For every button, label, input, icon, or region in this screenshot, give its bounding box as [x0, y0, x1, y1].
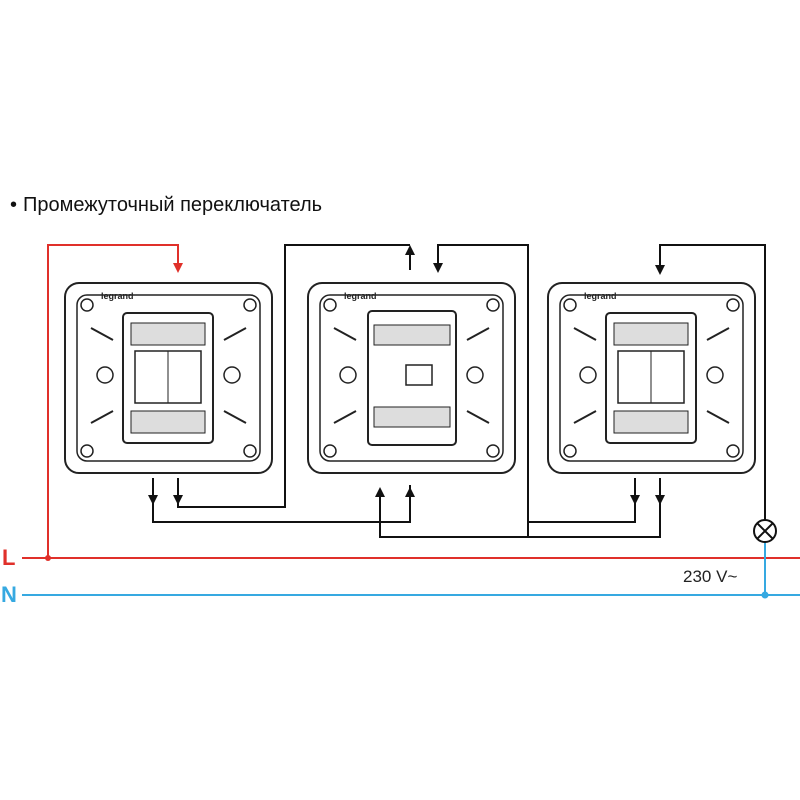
- intermediate-switch: legrand: [307, 282, 516, 474]
- voltage-value: 230 V: [683, 567, 728, 586]
- switch-1: legrand: [64, 282, 273, 474]
- neutral-label: N: [1, 582, 17, 607]
- switch-3: legrand: [547, 282, 756, 474]
- phase-line: [22, 555, 800, 561]
- brand-logo: legrand: [584, 291, 617, 301]
- lamp-symbol-icon: [753, 519, 777, 543]
- diagram-title: •Промежуточный переключатель: [10, 194, 322, 217]
- phase-feed-wire: [47, 244, 183, 558]
- brand-logo: legrand: [101, 291, 134, 301]
- title-bullet: •: [10, 194, 18, 216]
- lamp-wire: [655, 244, 766, 520]
- brand-logo: legrand: [344, 291, 377, 301]
- title-text: Промежуточный переключатель: [23, 194, 323, 216]
- neutral-line: [22, 542, 800, 599]
- traveller-wires-2: [379, 244, 665, 538]
- voltage-label: 230 V~: [683, 567, 737, 587]
- ac-symbol-icon: ~: [727, 567, 738, 586]
- phase-label: L: [2, 545, 16, 570]
